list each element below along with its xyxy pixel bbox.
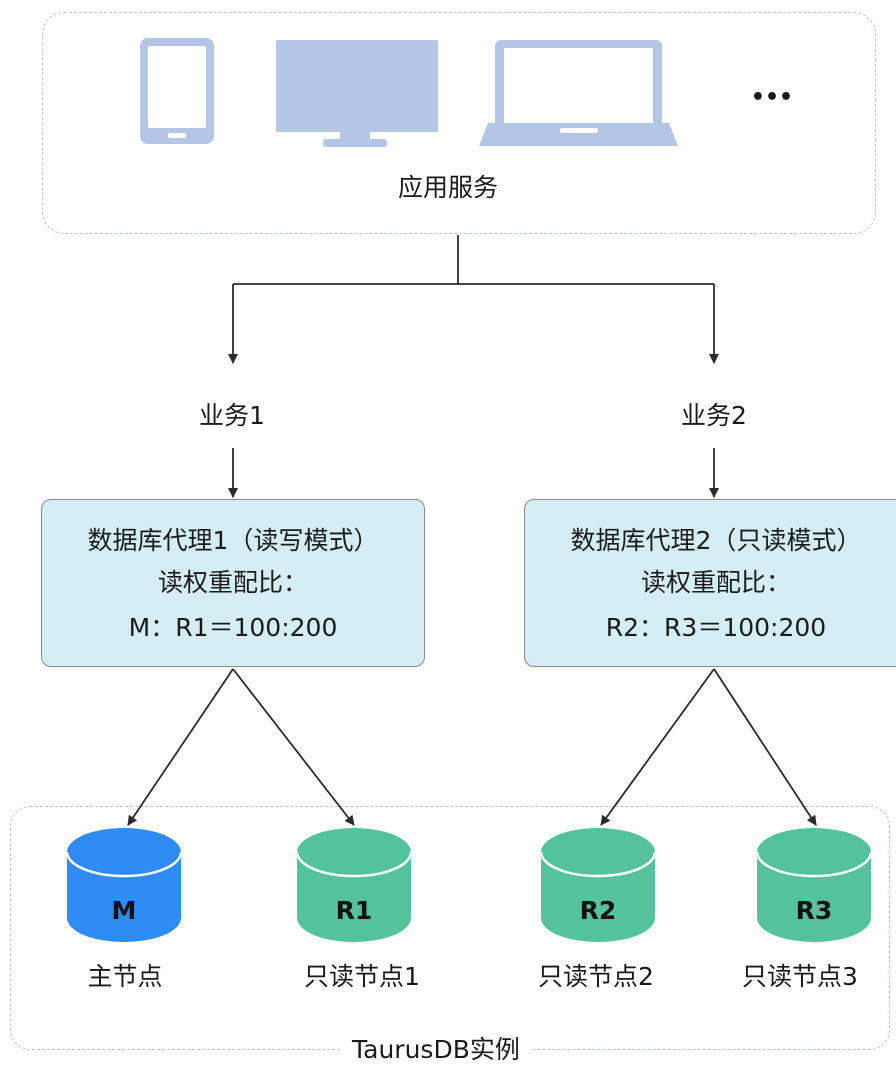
node-label-r1: 只读节点1 [304, 962, 420, 991]
arrow-proxy1-to-m [127, 668, 234, 826]
proxy-2-weight-label: 读权重配比： [640, 568, 791, 597]
proxy-1-ratio: M：R1＝100:200 [128, 613, 338, 642]
database-icon-m: M [65, 828, 183, 942]
desktop-monitor-icon [276, 40, 438, 147]
node-label-r2: 只读节点2 [538, 962, 654, 991]
connectors [127, 235, 817, 826]
laptop-icon [479, 40, 678, 146]
app-services-label: 应用服务 [397, 173, 498, 202]
node-label-m: 主节点 [87, 962, 163, 991]
node-letter-r1: R1 [336, 896, 373, 925]
arrow-proxy1-to-r1 [232, 668, 355, 826]
database-proxy-1-box: 数据库代理1（读写模式） 读权重配比： M：R1＝100:200 [41, 499, 425, 667]
arrow-proxy2-to-r3 [713, 668, 817, 826]
proxy-2-ratio: R2：R3＝100:200 [605, 613, 827, 642]
service-2-label: 业务2 [681, 401, 747, 430]
database-icon-r1: R1 [295, 828, 413, 942]
node-letter-m: M [112, 896, 137, 925]
proxy-1-title: 数据库代理1（读写模式） [87, 526, 379, 555]
database-icon-r3: R3 [755, 828, 873, 942]
database-proxy-2-box: 数据库代理2（只读模式） 读权重配比： R2：R3＝100:200 [524, 499, 896, 667]
phone-icon [140, 38, 214, 144]
application-services-container [42, 12, 876, 234]
instance-label: TaurusDB实例 [342, 1035, 530, 1065]
proxy-2-title: 数据库代理2（只读模式） [570, 526, 862, 555]
service-1-label: 业务1 [199, 401, 265, 430]
node-letter-r2: R2 [580, 896, 617, 925]
proxy-1-weight-label: 读权重配比： [157, 568, 308, 597]
arrow-proxy2-to-r2 [600, 668, 715, 826]
database-icon-r2: R2 [539, 828, 657, 942]
more-devices-ellipsis: ••• [751, 85, 793, 110]
node-label-r3: 只读节点3 [742, 962, 858, 991]
node-letter-r3: R3 [796, 896, 833, 925]
